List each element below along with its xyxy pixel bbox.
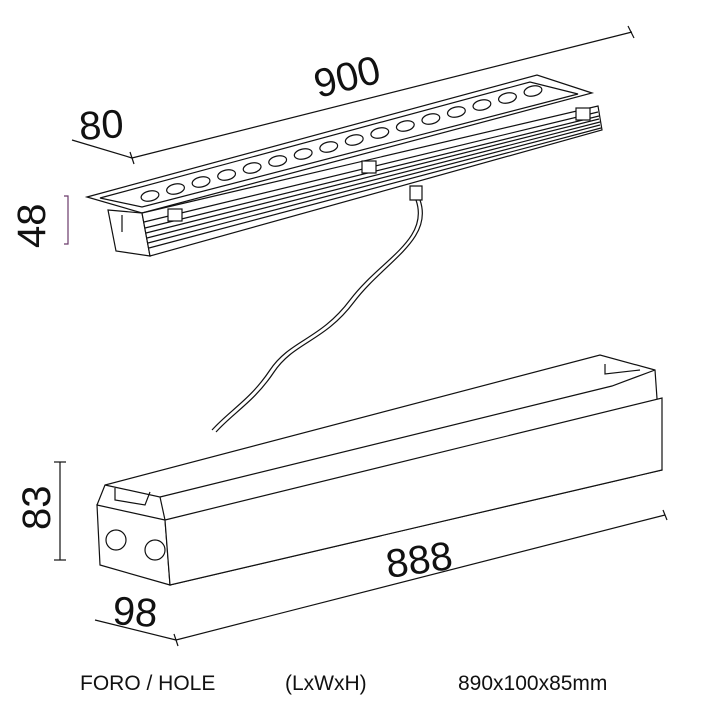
led-lens <box>140 190 160 202</box>
led-lens <box>191 176 211 188</box>
installation-box <box>96 354 663 586</box>
led-lens <box>523 85 543 97</box>
dimension-height-box: 83 <box>15 461 66 561</box>
led-lens <box>293 148 313 160</box>
led-lens <box>498 92 517 104</box>
led-lens <box>370 127 390 139</box>
led-lens <box>166 183 185 195</box>
led-lens <box>319 141 339 153</box>
dimension-width-box: 98 <box>94 589 179 647</box>
led-lens <box>421 113 441 125</box>
led-lens <box>344 134 364 146</box>
led-lens <box>472 99 492 111</box>
length-label-900: 900 <box>310 48 385 107</box>
dimension-height-top: 48 <box>10 195 69 249</box>
height-label-83: 83 <box>15 486 59 531</box>
led-lens <box>268 155 288 167</box>
dimension-length-box: 888 <box>175 509 668 641</box>
led-fixture <box>84 74 603 433</box>
led-lenses <box>140 85 543 202</box>
length-label-888: 888 <box>383 534 455 587</box>
width-label-80: 80 <box>78 102 125 149</box>
dimension-width-top: 80 <box>71 102 133 159</box>
led-lens <box>395 120 415 132</box>
power-cable <box>211 199 419 431</box>
width-label-98: 98 <box>111 589 158 636</box>
led-lens <box>217 169 237 181</box>
caption-size: 890x100x85mm <box>458 672 608 695</box>
led-lens <box>242 162 262 174</box>
caption-label: FORO / HOLE <box>80 672 216 695</box>
height-label-48: 48 <box>10 204 54 249</box>
led-lens <box>446 106 466 118</box>
caption-format: (LxWxH) <box>285 672 367 695</box>
